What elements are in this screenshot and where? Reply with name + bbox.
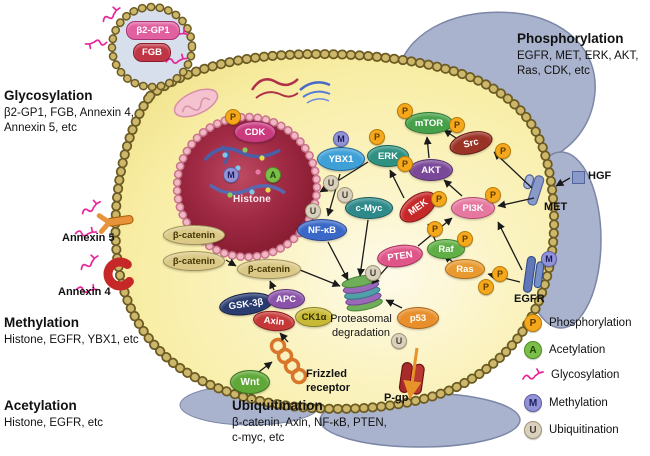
annotation-heading: Phosphorylation bbox=[517, 31, 624, 46]
signal-arrows bbox=[225, 129, 571, 375]
protein-cdk: CDK bbox=[234, 121, 276, 143]
phosphorylation-badge: P bbox=[478, 279, 494, 295]
protein-ck1a: CK1α bbox=[295, 307, 333, 327]
er-icon bbox=[250, 78, 299, 99]
protein-raf: Raf bbox=[427, 239, 465, 259]
egfr-receptor bbox=[522, 255, 545, 293]
legend-item-ubiquitination: U Ubiquitination bbox=[524, 421, 619, 439]
methylation-icon: M bbox=[524, 394, 542, 412]
protein-cmyc: c-Myc bbox=[345, 197, 393, 219]
proteasome-label-line: degradation bbox=[331, 327, 391, 339]
protein-beta-catenin: β-catenin bbox=[237, 259, 301, 279]
annotation-line: Ras, CDK, etc bbox=[517, 65, 590, 77]
egfr-label: EGFR bbox=[514, 293, 545, 305]
methylation-badge: M bbox=[333, 131, 349, 147]
glycosylation-icon bbox=[522, 368, 544, 380]
legend-label: Ubiquitination bbox=[549, 424, 619, 436]
annexin5-receptor bbox=[96, 213, 134, 235]
wnt-ligand: Wnt bbox=[230, 370, 270, 394]
annotation-line: Histone, EGFR, YBX1, etc bbox=[4, 334, 139, 346]
phosphorylation-badge: P bbox=[397, 156, 413, 172]
ubiquitination-badge: U bbox=[365, 265, 381, 281]
hgf-label: HGF bbox=[588, 170, 612, 182]
efflux-arrow bbox=[403, 347, 422, 400]
ubiquitination-badge: U bbox=[391, 333, 407, 349]
phosphorylation-badge: P bbox=[431, 191, 447, 207]
annotation-line: Histone, EGFR, etc bbox=[4, 417, 104, 429]
annotation-heading: Glycosylation bbox=[4, 88, 93, 103]
phosphorylation-badge: P bbox=[495, 143, 511, 159]
annotation-line: β2-GP1, FGB, Annexin 4, bbox=[4, 107, 134, 119]
annotation-line: Annexin 5, etc bbox=[4, 122, 77, 134]
annotation-heading: Methylation bbox=[4, 315, 80, 330]
legend-label: Acetylation bbox=[549, 344, 606, 356]
protein-fgb: FGB bbox=[133, 43, 171, 62]
protein-beta-catenin: β-catenin bbox=[163, 225, 225, 245]
methylation-badge: M bbox=[541, 251, 557, 267]
legend-label: Glycosylation bbox=[551, 368, 620, 381]
protein-akt: AKT bbox=[409, 159, 453, 181]
histone-label: Histone bbox=[233, 194, 272, 205]
proteasome-label-line: Proteasomal bbox=[330, 313, 392, 325]
acetylation-icon: A bbox=[524, 341, 542, 359]
glycosylation-annotation: Glycosylation β2-GP1, FGB, Annexin 4, An… bbox=[4, 88, 154, 136]
protein-p53: p53 bbox=[397, 307, 439, 329]
chromatin bbox=[203, 144, 287, 198]
protein-apc: APC bbox=[267, 289, 305, 309]
phosphorylation-badge: P bbox=[485, 187, 501, 203]
protein-beta-catenin: β-catenin bbox=[163, 251, 225, 271]
ubiquitination-icon: U bbox=[524, 421, 542, 439]
annotation-heading: Ubiquitination bbox=[232, 398, 323, 413]
acetylation-annotation: Acetylation Histone, EGFR, etc bbox=[4, 398, 154, 431]
acetylation-badge: A bbox=[265, 167, 281, 183]
mitochondrion-icon bbox=[173, 88, 219, 118]
phosphorylation-badge: P bbox=[457, 231, 473, 247]
frizzled-receptor-coil bbox=[269, 337, 308, 385]
legend-item-phosphorylation: P Phosphorylation bbox=[524, 314, 631, 332]
protein-b2gp1: β2-GP1 bbox=[126, 21, 180, 40]
annotation-heading: Acetylation bbox=[4, 398, 77, 413]
protein-ras: Ras bbox=[445, 259, 485, 279]
phosphorylation-badge: P bbox=[449, 117, 465, 133]
annotation-line: β-catenin, Axin, NF-κB, PTEN, bbox=[232, 417, 387, 429]
annotation-line: EGFR, MET, ERK, AKT, bbox=[517, 50, 639, 62]
methylation-annotation: Methylation Histone, EGFR, YBX1, etc bbox=[4, 315, 179, 348]
pgp-label: P-gp bbox=[384, 392, 409, 404]
golgi-icon bbox=[299, 81, 331, 104]
phosphorylation-badge: P bbox=[369, 129, 385, 145]
phosphorylation-icon: P bbox=[524, 314, 542, 332]
protein-nfkb: NF-κB bbox=[297, 219, 347, 241]
phosphorylation-badge: P bbox=[225, 109, 241, 125]
ubiquitination-annotation: Ubiquitination β-catenin, Axin, NF-κB, P… bbox=[232, 398, 417, 446]
phosphorylation-badge: P bbox=[397, 103, 413, 119]
legend-label: Methylation bbox=[549, 397, 608, 409]
annexin4-receptor bbox=[103, 257, 137, 291]
protein-pi3k: PI3K bbox=[451, 197, 495, 219]
protein-mtor: mTOR bbox=[405, 112, 453, 134]
frizzled-label: receptor bbox=[306, 382, 351, 394]
hgf-ligand bbox=[572, 171, 585, 184]
protein-ybx1: YBX1 bbox=[317, 147, 365, 171]
legend-item-methylation: M Methylation bbox=[524, 394, 608, 412]
annexin4-label: Annexin 4 bbox=[58, 286, 111, 298]
phosphorylation-annotation: Phosphorylation EGFR, MET, ERK, AKT, Ras… bbox=[517, 31, 647, 79]
ubiquitination-badge: U bbox=[305, 203, 321, 219]
nucleus bbox=[177, 117, 317, 257]
annexin5-label: Annexin 5 bbox=[62, 232, 115, 244]
legend-item-glycosylation: Glycosylation bbox=[522, 367, 619, 382]
frizzled-label: Frizzled bbox=[306, 368, 347, 380]
proteasome-label: Proteasomal degradation bbox=[318, 312, 404, 340]
met-label: MET bbox=[544, 201, 568, 213]
phosphorylation-badge: P bbox=[427, 221, 443, 237]
methylation-badge: M bbox=[223, 167, 239, 183]
legend-item-acetylation: A Acetylation bbox=[524, 341, 605, 359]
ubiquitination-badge: U bbox=[337, 187, 353, 203]
annotation-line: c-myc, etc bbox=[232, 432, 285, 444]
phosphorylation-badge: P bbox=[492, 266, 508, 282]
ubiquitination-badge: U bbox=[323, 175, 339, 191]
legend-label: Phosphorylation bbox=[549, 317, 632, 329]
